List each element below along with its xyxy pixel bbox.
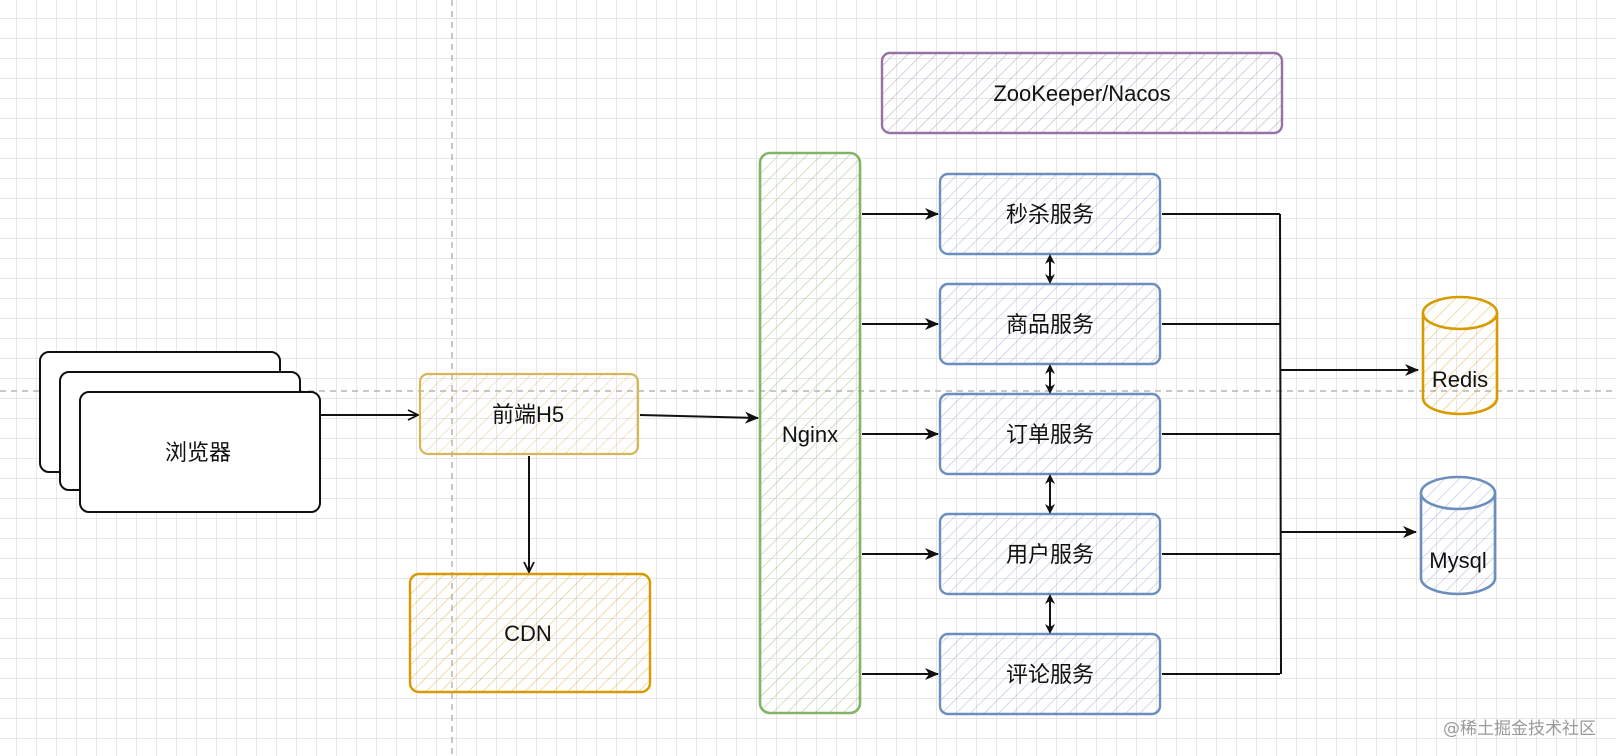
service-product[interactable]: 商品服务 bbox=[938, 282, 1162, 366]
registry-label: ZooKeeper/Nacos bbox=[993, 81, 1170, 106]
frontend-label: 前端H5 bbox=[492, 402, 564, 427]
service-order[interactable]: 订单服务 bbox=[938, 392, 1162, 476]
service-seckill-label: 秒杀服务 bbox=[1006, 202, 1094, 227]
service-comment[interactable]: 评论服务 bbox=[938, 632, 1162, 716]
connectors bbox=[320, 208, 1419, 680]
bus-trunk bbox=[1279, 213, 1282, 675]
service-seckill[interactable]: 秒杀服务 bbox=[938, 172, 1162, 256]
nginx-node[interactable]: Nginx bbox=[758, 151, 862, 715]
registry-node[interactable]: ZooKeeper/Nacos bbox=[880, 51, 1284, 135]
watermark: @稀土掘金技术社区 bbox=[1443, 719, 1596, 739]
edge-frontend-nginx bbox=[639, 411, 759, 424]
redis-label: Redis bbox=[1432, 367, 1488, 392]
mysql-label: Mysql bbox=[1429, 548, 1486, 573]
redis-database-icon[interactable]: Redis bbox=[1421, 295, 1499, 416]
service-product-label: 商品服务 bbox=[1006, 312, 1094, 337]
service-user[interactable]: 用户服务 bbox=[938, 512, 1162, 596]
cdn-node[interactable]: CDN bbox=[408, 572, 652, 694]
mysql-database-icon[interactable]: Mysql bbox=[1419, 475, 1497, 596]
cdn-label: CDN bbox=[504, 621, 552, 646]
service-order-label: 订单服务 bbox=[1006, 422, 1094, 447]
nginx-label: Nginx bbox=[782, 422, 838, 447]
service-user-label: 用户服务 bbox=[1006, 542, 1094, 567]
frontend-h5-node[interactable]: 前端H5 bbox=[418, 372, 640, 456]
browser-label: 浏览器 bbox=[165, 440, 231, 465]
browser-node[interactable]: 浏览器 bbox=[39, 351, 321, 513]
service-comment-label: 评论服务 bbox=[1006, 662, 1094, 687]
